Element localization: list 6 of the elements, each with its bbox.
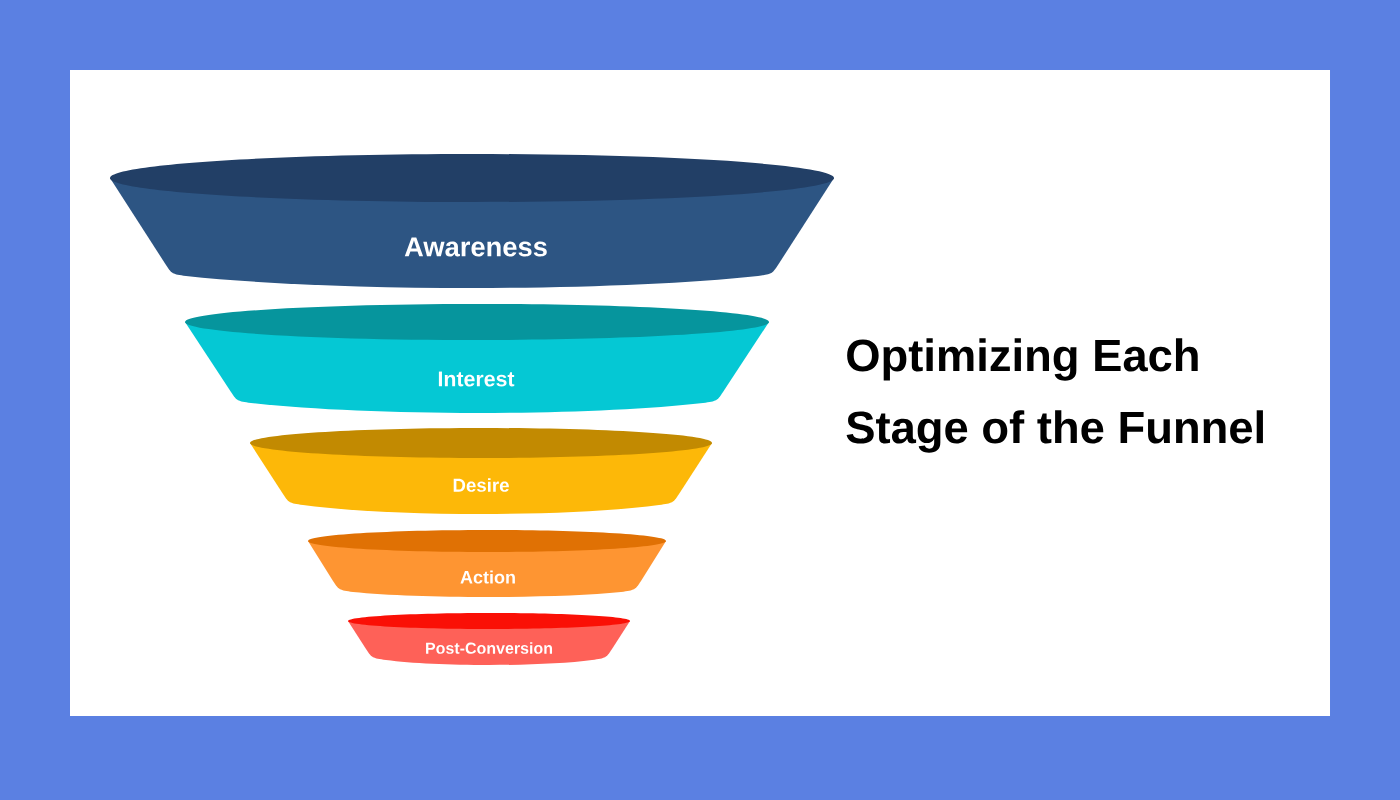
funnel-segment: Action [308,530,666,597]
funnel-segment: Awareness [110,154,834,288]
funnel-segment: Interest [185,304,769,413]
funnel-segment: Desire [250,428,712,514]
funnel-segment: Post-Conversion [348,613,630,665]
title: Optimizing Each Stage of the Funnel [846,338,1263,453]
